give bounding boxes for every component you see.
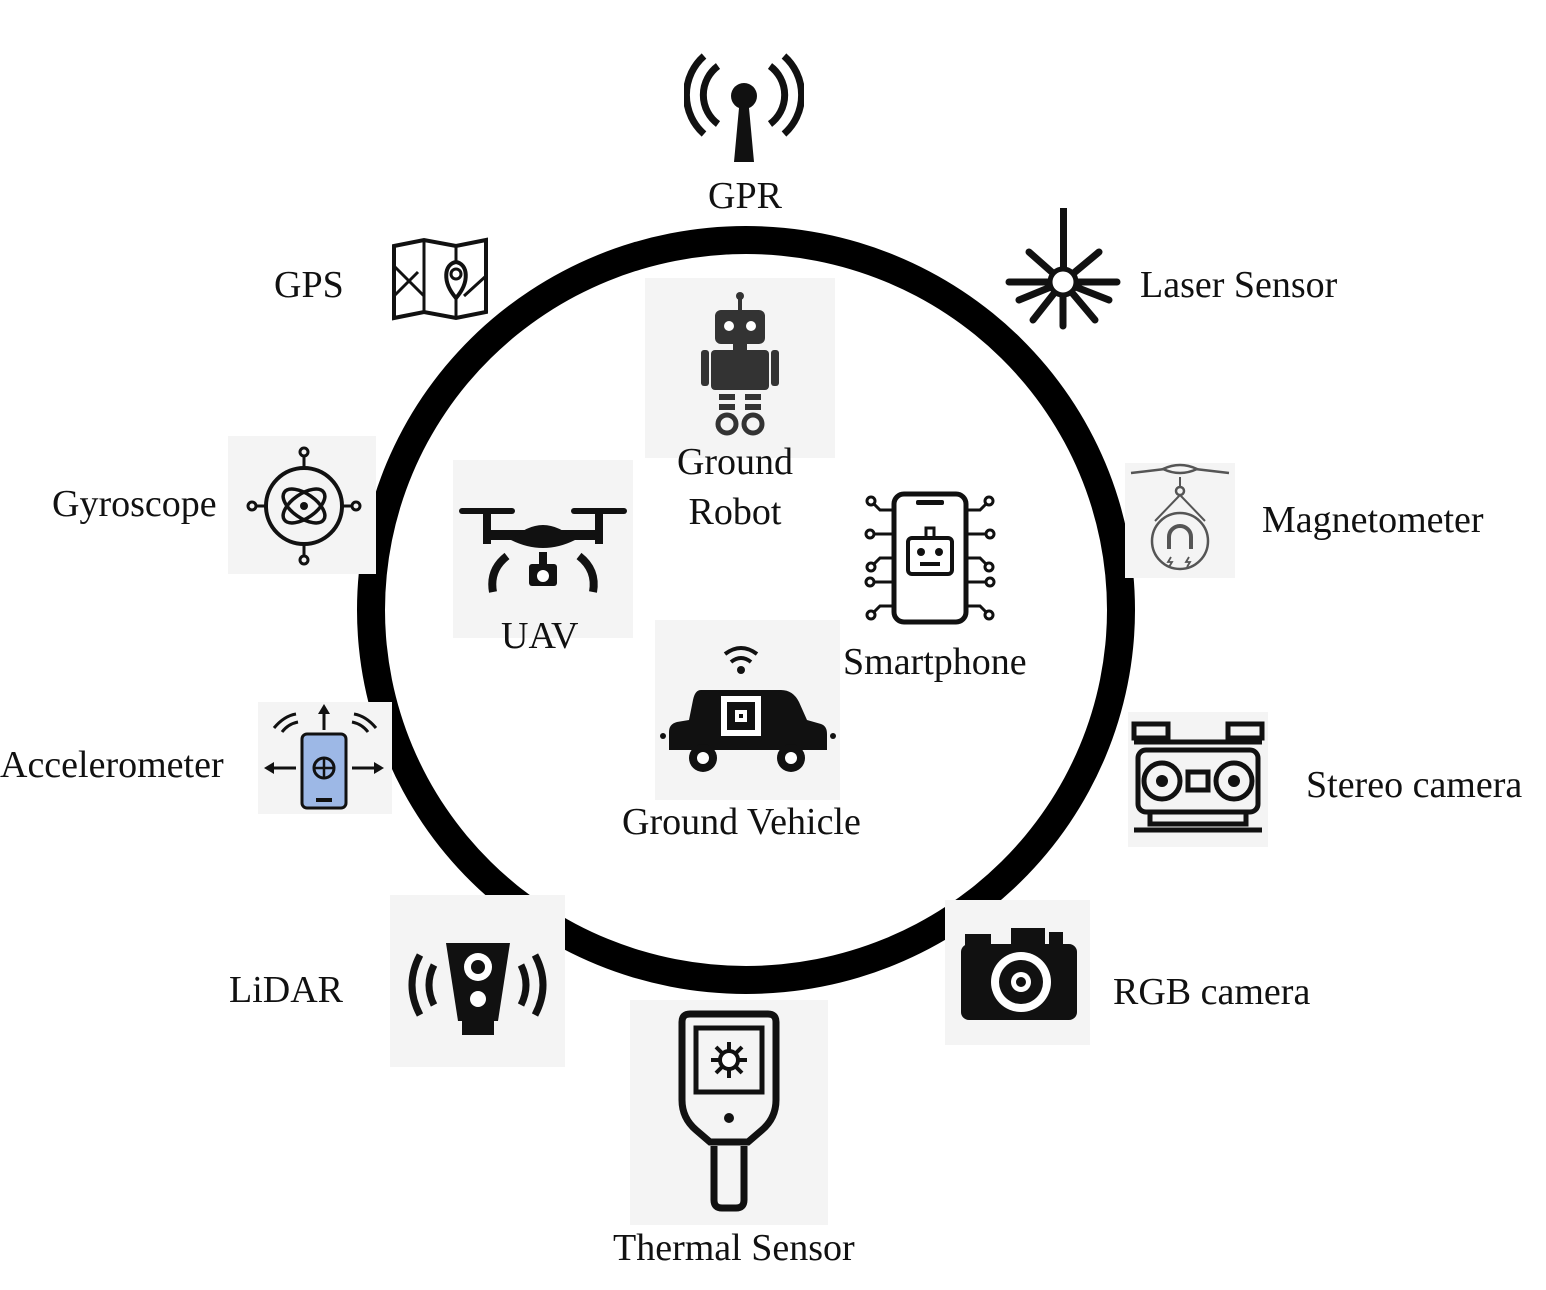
- laser-burst-icon: [1005, 208, 1123, 330]
- antenna-broadcast-icon: [684, 46, 804, 164]
- ground-vehicle-label: Ground Vehicle: [622, 801, 861, 843]
- lidar-scanner-icon: [390, 895, 565, 1067]
- ground-robot-label-line1: Ground: [676, 441, 794, 483]
- map-pin-icon: [390, 236, 490, 322]
- stereo-camera-label: Stereo camera: [1306, 764, 1523, 806]
- rgb-camera-label: RGB camera: [1113, 971, 1311, 1013]
- lidar-label: LiDAR: [229, 969, 343, 1011]
- magnet-drone-icon: [1125, 463, 1235, 578]
- gyroscope-icon: [228, 436, 376, 574]
- thermal-sensor-label: Thermal Sensor: [613, 1227, 855, 1269]
- stereo-camera-icon: [1128, 712, 1268, 847]
- gps-label: GPS: [274, 264, 344, 306]
- autonomous-car-icon: [655, 620, 840, 800]
- accelerometer-label: Accelerometer: [0, 744, 224, 786]
- laser-sensor-label: Laser Sensor: [1140, 264, 1338, 306]
- gpr-label: GPR: [708, 175, 782, 217]
- camera-icon: [945, 900, 1090, 1045]
- smartphone-circuit-icon: [860, 490, 1000, 628]
- gyroscope-label: Gyroscope: [52, 483, 217, 525]
- uav-label: UAV: [501, 615, 579, 657]
- phone-motion-icon: [258, 702, 392, 814]
- robot-icon: [645, 278, 835, 458]
- ground-robot-label-line2: Robot: [688, 491, 782, 533]
- thermal-gun-icon: [630, 1000, 828, 1225]
- drone-icon: [453, 460, 633, 638]
- magnetometer-label: Magnetometer: [1262, 499, 1484, 541]
- smartphone-label: Smartphone: [843, 641, 1027, 683]
